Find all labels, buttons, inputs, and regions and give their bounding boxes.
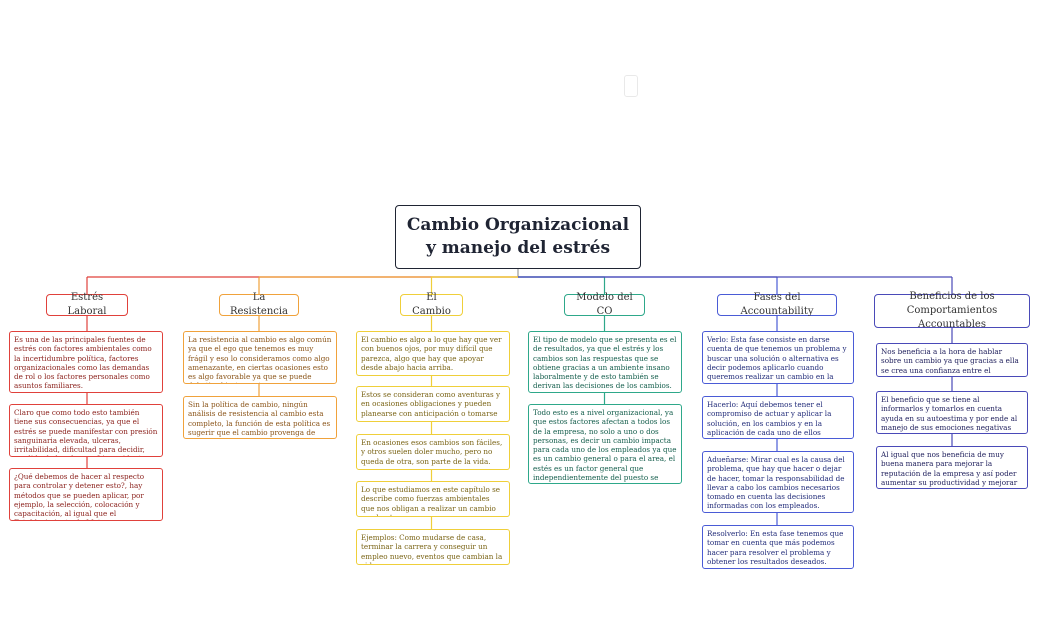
topic-la-resistencia[interactable]: La Resistencia [219,292,299,317]
subtopic-card[interactable]: Al igual que nos beneficia de muy buena … [876,446,1028,489]
subtopic-card[interactable]: Claro que como todo esto también tiene s… [9,404,163,457]
topic-fases-del-accountability[interactable]: Fases del Accountability [717,292,837,317]
subtopic-card[interactable]: ¿Qué debemos de hacer al respecto para c… [9,468,163,521]
central-topic-line-1: Cambio Organizacional [406,215,630,235]
subtopic-card[interactable]: Sin la política de cambio, ningún anális… [183,396,337,439]
subtopic-card[interactable]: El tipo de modelo que se presenta es el … [528,331,682,393]
subtopic-card[interactable]: Es una de las principales fuentes de est… [9,331,163,393]
topic-beneficios-comportamientos[interactable]: Beneficios de los Comportamientos Accoun… [874,291,1030,330]
topic-el-cambio[interactable]: El Cambio [400,292,463,317]
topic-modelo-del-co[interactable]: Modelo del CO [564,292,645,317]
subtopic-card[interactable]: La resistencia al cambio es algo común y… [183,331,337,384]
subtopic-card[interactable]: Todo esto es a nivel organizacional, ya … [528,404,682,484]
subtopic-card[interactable]: En ocasiones esos cambios son fáciles, y… [356,434,510,470]
subtopic-card[interactable]: Resolverlo: En esta fase tenemos que tom… [702,525,854,569]
subtopic-card[interactable]: Ejemplos: Como mudarse de casa, terminar… [356,529,510,565]
central-topic-line-2: y manejo del estrés [425,238,611,258]
subtopic-card[interactable]: Verlo: Esta fase consiste en darse cuent… [702,331,854,384]
subtopic-card[interactable]: El beneficio que se tiene al informarlos… [876,391,1028,434]
subtopic-card[interactable]: Lo que estudiamos en este capítulo se de… [356,481,510,517]
subtopic-card[interactable]: Estos se consideran como aventuras y en … [356,386,510,422]
subtopic-card[interactable]: Nos beneficia a la hora de hablar sobre … [876,343,1028,377]
topic-estres-laboral[interactable]: Estrés Laboral [46,292,128,317]
subtopic-card[interactable]: El cambio es algo a lo que hay que ver c… [356,331,510,376]
central-topic[interactable]: Cambio Organizacional y manejo del estré… [395,205,641,269]
subtopic-card[interactable]: Hacerlo: Aquí debemos tener el compromis… [702,396,854,439]
image-placeholder-icon [624,75,638,97]
subtopic-card[interactable]: Adueñarse: Mirar cual es la causa del pr… [702,451,854,513]
